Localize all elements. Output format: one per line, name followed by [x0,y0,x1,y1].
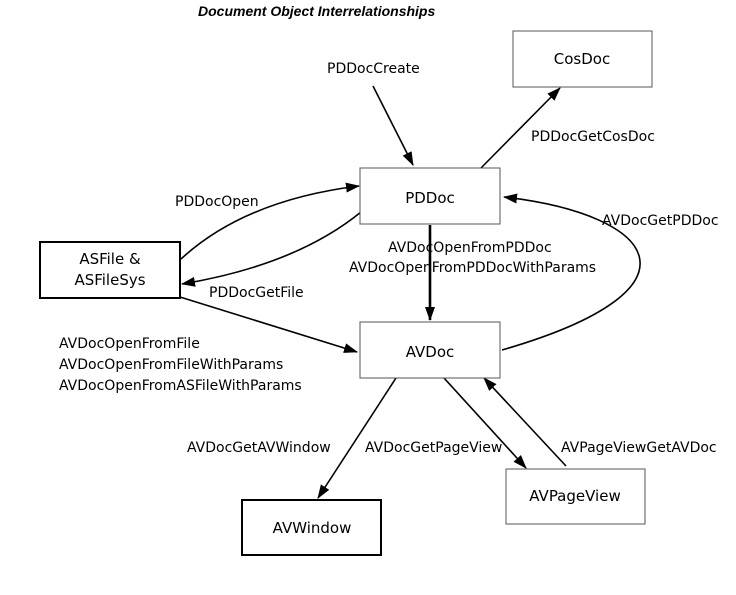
label-avdoc-open-from-file-1: AVDocOpenFromFile [59,336,200,352]
node-pddoc: PDDoc [359,167,501,225]
label-avdoc-get-pddoc: AVDocGetPDDoc [602,213,719,229]
edge-avdoc-get-pddoc [501,193,641,351]
node-avdoc-label: AVDoc [406,343,455,361]
label-pddoc-create: PDDocCreate [327,61,420,77]
edge-pddoc-create [372,85,414,166]
edge-avdoc-open-from-file [179,296,358,353]
node-pddoc-label: PDDoc [405,189,455,207]
node-asfile-label-line2: ASFileSys [74,271,145,289]
node-avwindow-label: AVWindow [273,519,352,537]
label-pddoc-get-cosdoc: PDDocGetCosDoc [531,129,655,145]
node-avdoc: AVDoc [359,321,501,379]
label-avdoc-open-from-file-2: AVDocOpenFromFileWithParams [59,357,283,373]
node-asfile-label-line1: ASFile & [79,250,141,268]
edge-avpageview-get-avdoc [483,377,567,467]
node-cosdoc-label: CosDoc [554,50,610,68]
label-avdoc-open-from-pddoc-2: AVDocOpenFromPDDocWithParams [349,260,596,276]
label-pddoc-get-file: PDDocGetFile [209,285,304,301]
label-avdoc-get-avwindow: AVDocGetAVWindow [187,440,331,456]
node-asfile: ASFile & ASFileSys [39,241,181,299]
edge-pddoc-open [180,182,360,260]
edge-pddoc-get-file [181,211,362,287]
edge-pddoc-get-cosdoc [480,87,561,169]
label-avpageview-get-avdoc: AVPageViewGetAVDoc [561,440,717,456]
node-avwindow: AVWindow [241,499,382,556]
node-cosdoc: CosDoc [512,30,653,88]
diagram-title: Document Object Interrelationships [198,3,435,19]
node-avpageview-label: AVPageView [529,487,620,505]
edge-avdoc-get-pageview [443,377,527,469]
label-pddoc-open: PDDocOpen [175,194,259,210]
label-avdoc-get-pageview: AVDocGetPageView [365,440,502,456]
label-avdoc-open-from-file-3: AVDocOpenFromASFileWithParams [59,378,302,394]
edge-avdoc-get-avwindow [317,377,397,499]
label-avdoc-open-from-pddoc-1: AVDocOpenFromPDDoc [388,240,552,256]
node-avpageview: AVPageView [505,468,646,525]
